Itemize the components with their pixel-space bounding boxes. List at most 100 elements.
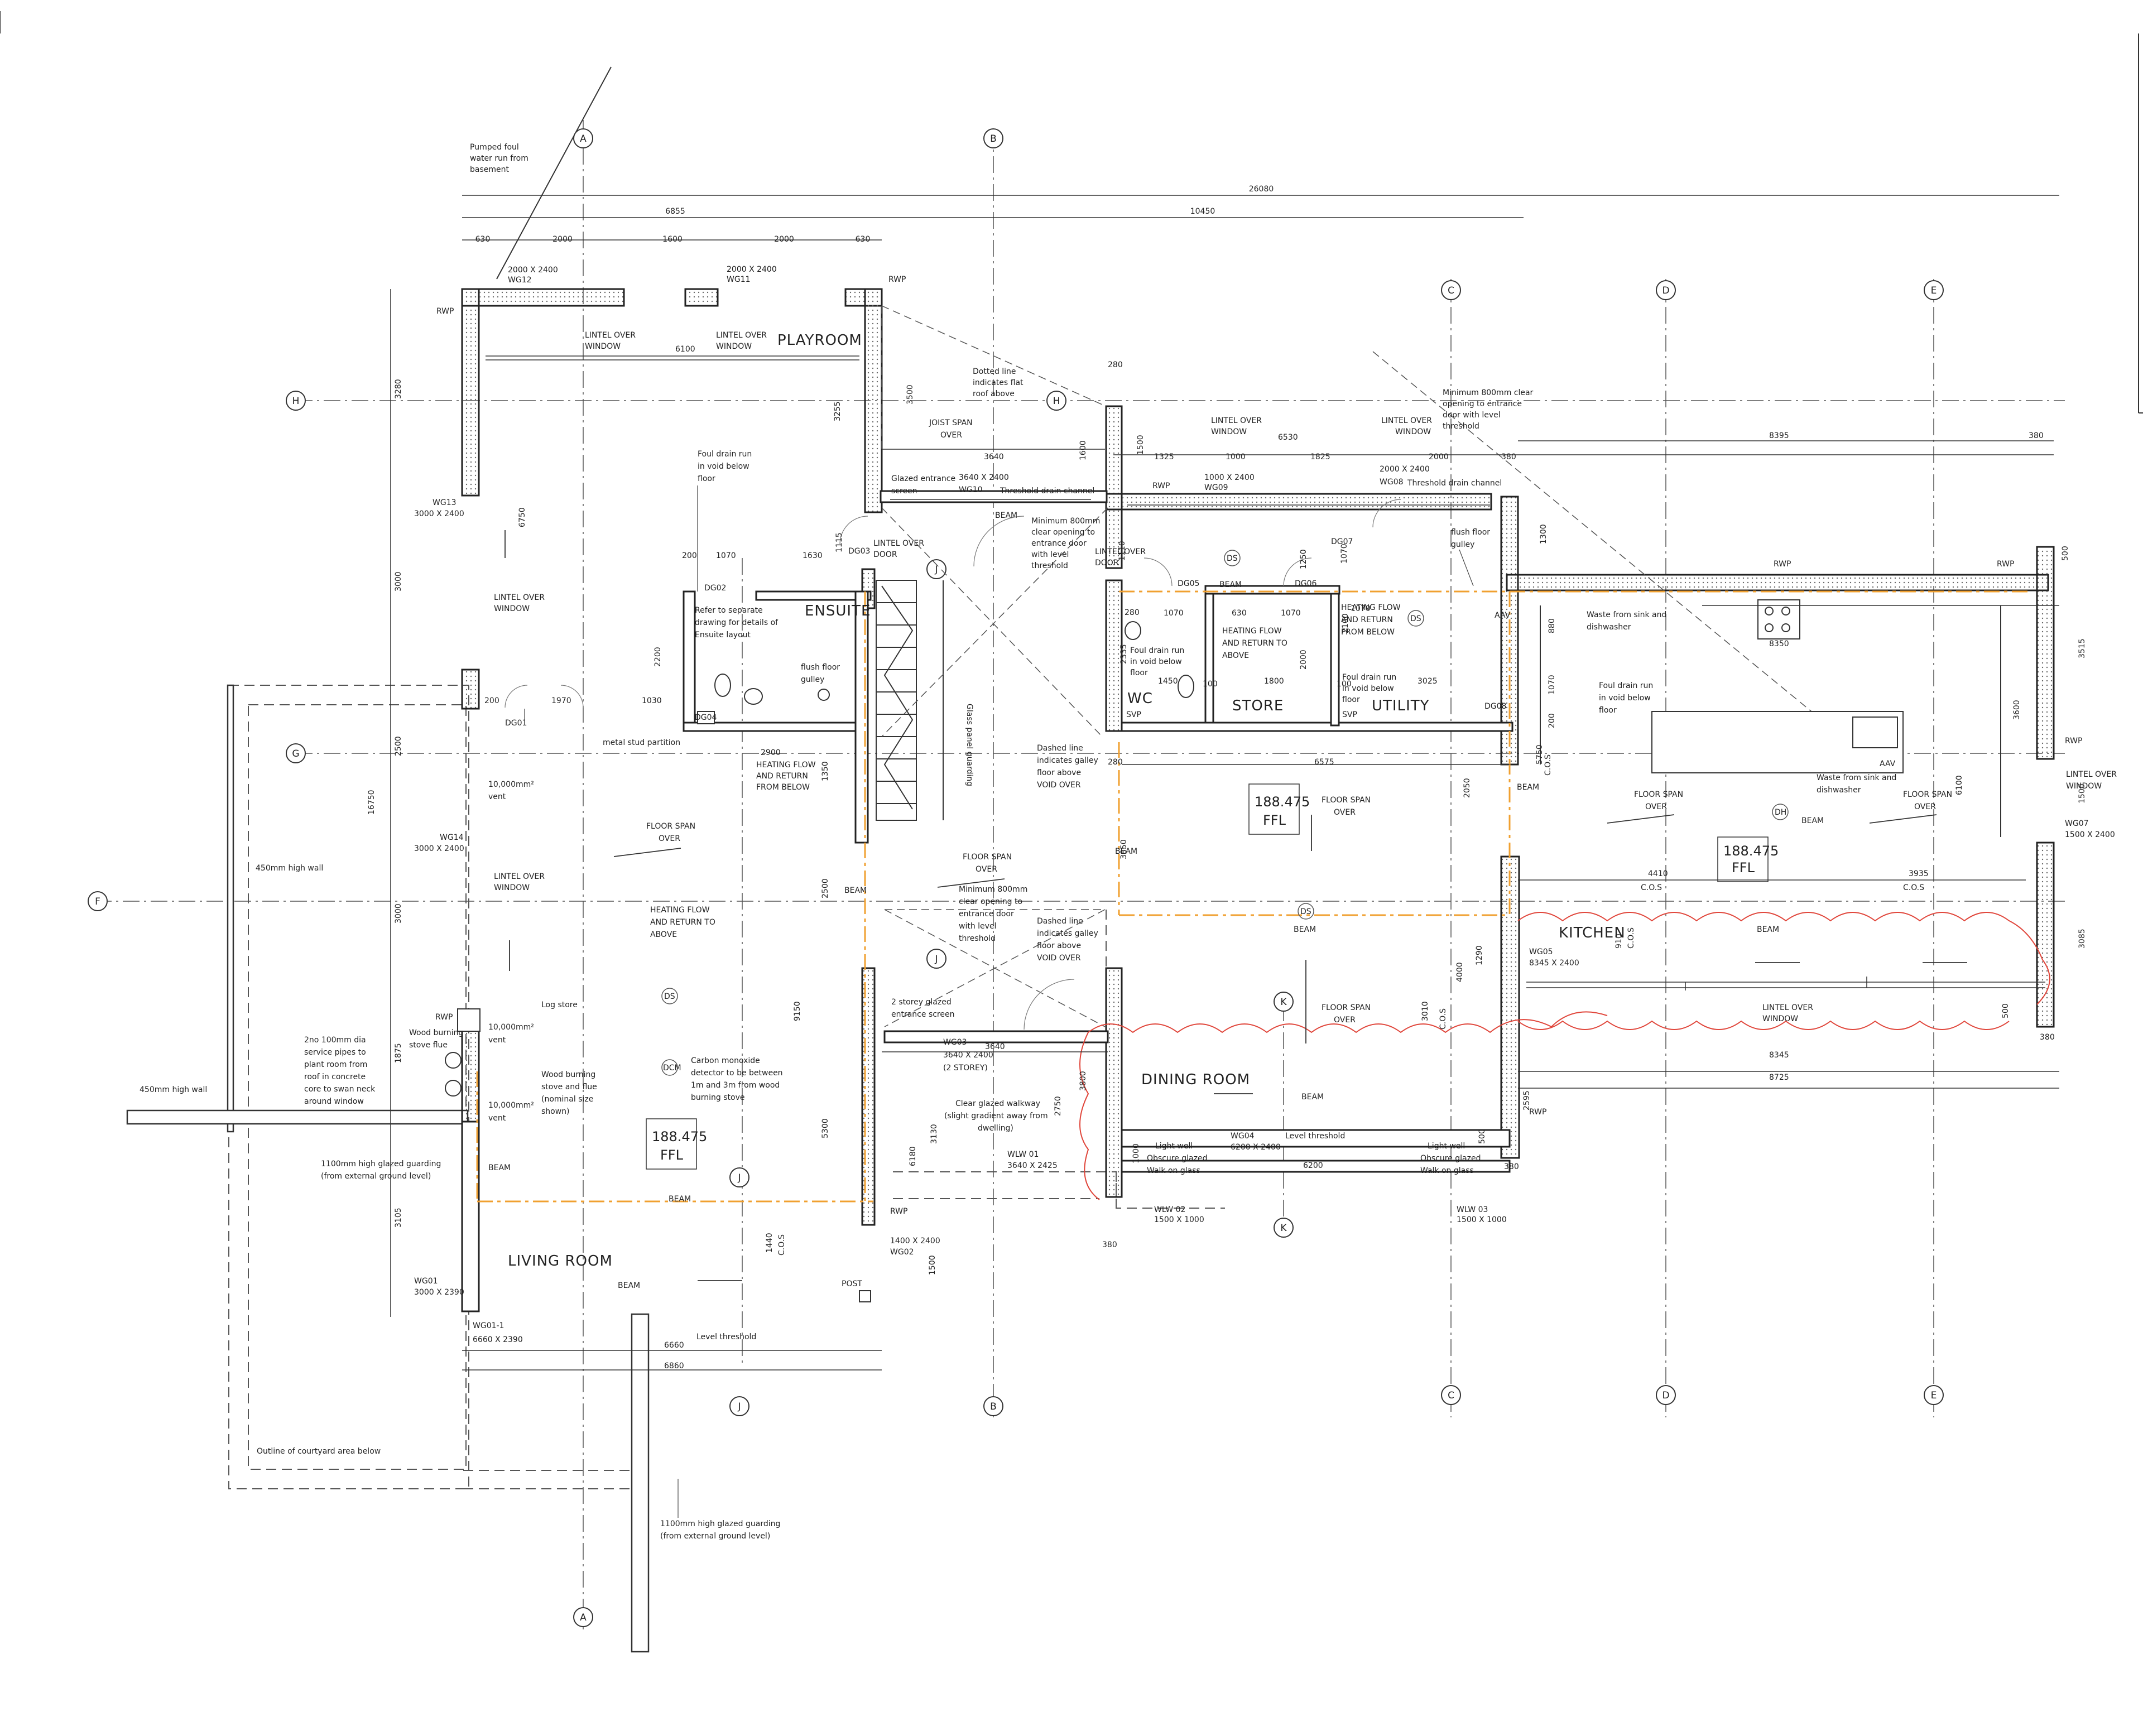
note-foul-4b: in void below: [1599, 694, 1651, 703]
note-lintel-4b: WINDOW: [494, 883, 530, 892]
tag-wg07: 1500 X 2400: [2065, 830, 2115, 839]
dim-left-block: 6855: [665, 207, 685, 216]
dim-1070b: 1070: [1164, 609, 1184, 618]
opening-tags: 2000 X 2400 WG12 2000 X 2400 WG11 WG13 3…: [414, 265, 2115, 1344]
note-dashed-1a: Dashed line: [1037, 744, 1083, 753]
note-foul-1a: Foul drain run: [698, 450, 752, 459]
note-rwp-7: RWP: [1529, 1108, 1546, 1117]
window-lines: [486, 355, 2045, 990]
dim-1115: 1115: [835, 532, 844, 552]
tag-dg07: DG07: [1331, 537, 1353, 546]
note-refer-1: Refer to separate: [695, 606, 763, 615]
note-min-b2: clear opening to: [959, 897, 1022, 906]
note-min-3: entrance door: [1031, 539, 1087, 548]
dim-1325: 1325: [1154, 453, 1174, 461]
note-waste-1b: dishwasher: [1587, 623, 1631, 632]
note-heat-2c: ABOVE: [650, 930, 677, 939]
note-rwp-8: RWP: [890, 1207, 907, 1216]
dim-3600: 3600: [2012, 700, 2021, 720]
note-foul-2b: in void below: [1130, 657, 1182, 666]
note-dcm: DCM: [663, 1064, 681, 1073]
note-lintel-3b: WINDOW: [494, 604, 530, 613]
note-pumped-2: water run from: [470, 154, 528, 163]
dim-overall: 26080: [1249, 185, 1274, 194]
dim-3255: 3255: [833, 401, 842, 421]
grid-label-j-4: J: [737, 1401, 741, 1412]
note-floorspan-4b: OVER: [1645, 802, 1667, 811]
tag-wg07-id: WG07: [2065, 819, 2089, 828]
dim-3640a: 3640: [984, 453, 1004, 461]
note-lintel-1b: WINDOW: [585, 342, 621, 351]
tag-dg08: DG08: [1484, 702, 1506, 711]
note-floorspan-1b: OVER: [659, 834, 680, 843]
note-beam-1: BEAM: [995, 511, 1017, 520]
note-floorspan-5b: OVER: [1914, 802, 1936, 811]
grid-bubble-j-1: [926, 559, 946, 579]
note-rwp-9: RWP: [435, 1013, 453, 1022]
dim-6530: 6530: [1278, 433, 1298, 442]
dim-880: 880: [1548, 618, 1556, 633]
dim-3085: 3085: [2078, 929, 2087, 949]
dim-1000b: 1000: [1132, 1143, 1141, 1163]
dim-1070d: 1070: [1340, 544, 1349, 564]
tag-dg06: DG06: [1295, 579, 1317, 588]
dim-2900: 2900: [761, 748, 781, 757]
note-foul-3a: Foul drain run: [1342, 673, 1396, 682]
note-dashed-1b: indicates galley: [1037, 756, 1098, 765]
note-beam-11: BEAM: [669, 1195, 691, 1204]
note-dotted-3: roof above: [973, 389, 1015, 398]
note-threshold-1: Threshold drain channel: [1000, 487, 1094, 496]
grid-bubble-j-4: [729, 1396, 749, 1416]
tag-dg01: DG01: [505, 719, 527, 728]
note-lintel-7a: LINTEL OVER: [2066, 770, 2117, 779]
note-min-b4: with level: [959, 922, 996, 931]
tag-wg011: 6660 X 2390: [473, 1335, 523, 1344]
dim-16750: 16750: [367, 790, 376, 815]
dim-1500v: 1500: [1136, 435, 1145, 455]
tag-wlw03: 1500 X 1000: [1457, 1215, 1507, 1224]
grid-bubble-d-bottom: [1656, 1385, 1676, 1405]
note-lintel-door2-b: DOOR: [1095, 559, 1119, 568]
dim-2750: 2750: [1054, 1096, 1063, 1116]
note-ds-2: DS: [1410, 614, 1421, 623]
grid-bubbles: [88, 128, 1944, 1627]
dim-4000: 4000: [1455, 962, 1464, 982]
dim-200c: 200: [1548, 713, 1556, 728]
dim-1500c: 1500: [2078, 783, 2087, 804]
note-dashed-2b: indicates galley: [1037, 929, 1098, 938]
grid-bubble-c-bottom: [1441, 1385, 1461, 1405]
cos-label-4: C.O.S: [1641, 883, 1662, 892]
grid-bubble-a-top: [573, 128, 593, 148]
grid-label-k-1: K: [1280, 997, 1287, 1008]
dim-6100: 6100: [675, 345, 695, 354]
note-beam-5: BEAM: [1294, 925, 1316, 934]
note-wall450-2: 450mm high wall: [140, 1085, 207, 1094]
heating-pipework: [476, 590, 2031, 1203]
leader-lines: [524, 485, 1474, 1518]
note-heat-3a: HEATING FLOW: [1222, 627, 1282, 636]
dim-200a: 200: [682, 551, 697, 560]
note-dotted-2: indicates flat: [973, 378, 1024, 387]
tag-wg05-id: WG05: [1529, 948, 1553, 956]
grid-label-h-left: H: [292, 396, 300, 407]
tag-wg10-id: WG10: [959, 485, 983, 494]
dim-380d: 380: [1504, 1162, 1519, 1171]
grid-label-j-1: J: [934, 564, 938, 575]
note-glazed-1: Glazed entrance: [891, 474, 955, 483]
note-vent-3b: vent: [488, 1114, 506, 1123]
note-vent-3a: 10,000mm²: [488, 1101, 534, 1110]
dim-3130: 3130: [930, 1124, 939, 1144]
note-dashed-1d: VOID OVER: [1037, 781, 1081, 790]
dim-380a: 380: [1501, 453, 1516, 461]
note-foul-3c: floor: [1342, 695, 1360, 704]
staircase: [876, 580, 944, 821]
cos-label-2: C.O.S: [1439, 1008, 1448, 1030]
grid-bubble-b-bottom: [983, 1396, 1003, 1416]
revision-cloud: [1079, 912, 2050, 1200]
note-heat-4b: AND RETURN: [1341, 615, 1393, 624]
note-floorspan-2b: OVER: [976, 865, 997, 874]
note-post: POST: [842, 1280, 862, 1288]
dim-630a: 630: [475, 235, 491, 244]
dim-380c: 380: [1102, 1240, 1117, 1249]
note-glass-guard: Glass panel guarding: [965, 704, 974, 786]
